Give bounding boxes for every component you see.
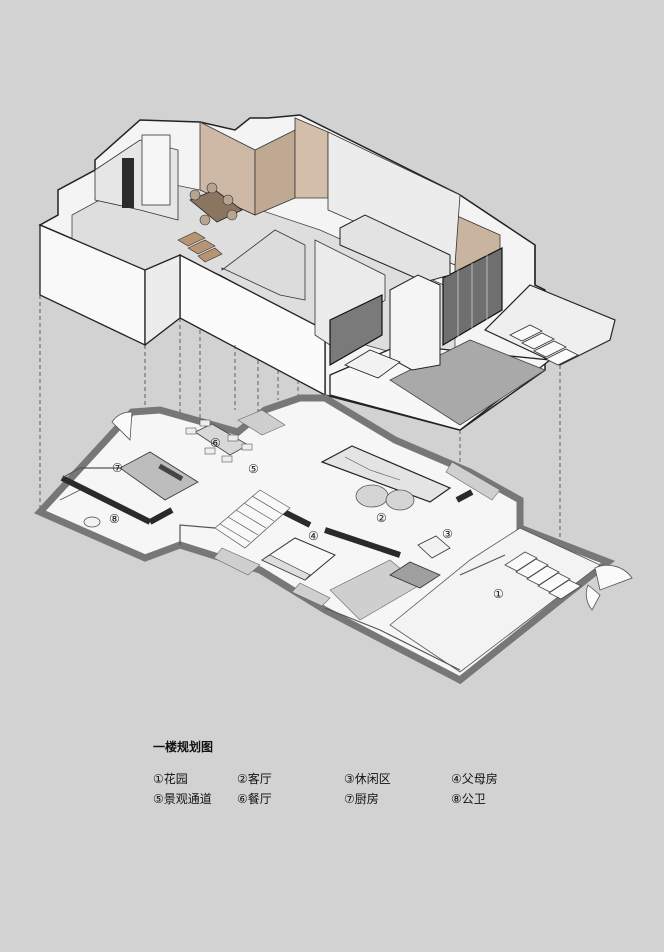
plan-door-arc-right (594, 564, 633, 591)
plan-kitchen-island (119, 451, 199, 501)
plan-marker-1: ① (493, 587, 504, 601)
plan-lounge-chair (417, 535, 451, 559)
model-sofa (339, 214, 451, 283)
legend-item-5: ⑤景观通道 (153, 792, 212, 806)
plan-markers: ① ② ③ ④ ⑤ ⑥ ⑦ ⑧ (109, 436, 504, 601)
legend-item-1: ①花园 (153, 772, 188, 786)
model-wood-panel-3 (294, 117, 329, 199)
plan-door-arc-right2 (585, 584, 601, 611)
plan-marker-2: ② (376, 511, 387, 525)
legend-item-6: ⑥餐厅 (237, 792, 272, 806)
plan-garden-steps (504, 551, 582, 600)
legend-item-2: ②客厅 (237, 772, 272, 786)
plan-thin-walls (61, 467, 506, 671)
plan-marker-7: ⑦ (112, 461, 123, 475)
plan-dining-chairs (185, 419, 253, 463)
plan-marker-3: ③ (442, 527, 453, 541)
floor-plan: ① ② ③ ④ ⑤ ⑥ ⑦ ⑧ (34, 394, 633, 685)
plan-dark-block (389, 561, 441, 589)
model-back-wall-right (327, 131, 461, 266)
isometric-3d-model (38, 114, 616, 431)
model-bedroom-wall (221, 229, 306, 301)
model-fridge (141, 134, 171, 206)
model-counter (344, 349, 401, 379)
legend-item-7: ⑦厨房 (344, 792, 379, 806)
plan-marker-4: ④ (308, 529, 319, 543)
plan-marker-6: ⑥ (210, 436, 221, 450)
isometric-floorplan-diagram: ① ② ③ ④ ⑤ ⑥ ⑦ ⑧ (34, 114, 633, 685)
legend-row-1: ①花园 ②客厅 ③休闲区 ④父母房 (153, 770, 553, 790)
plan-marker-5: ⑤ (248, 462, 259, 476)
plan-coffee-table-1 (355, 484, 389, 508)
model-staircase (177, 231, 223, 263)
legend-row-2: ⑤景观通道 ⑥餐厅 ⑦厨房 ⑧公卫 (153, 790, 553, 810)
legend: ①花园 ②客厅 ③休闲区 ④父母房 ⑤景观通道 ⑥餐厅 ⑦厨房 ⑧公卫 (153, 770, 553, 810)
plan-toilet (83, 516, 101, 528)
model-column-block (389, 274, 441, 371)
model-terrace-steps (509, 324, 579, 366)
model-glass-mullions (457, 255, 488, 338)
plan-dark-walls (60, 475, 474, 558)
legend-item-3: ③休闲区 (344, 772, 391, 786)
plan-sofa (320, 445, 452, 503)
plan-stair-treads (214, 489, 291, 549)
plan-marker-8: ⑧ (109, 512, 120, 526)
legend-item-8: ⑧公卫 (451, 792, 486, 806)
model-terrace (483, 284, 616, 366)
model-front-wall-step (144, 254, 181, 347)
model-dark-door (122, 158, 134, 208)
legend-item-4: ④父母房 (451, 772, 498, 786)
plan-door-arc-left (111, 411, 133, 441)
diagram-title: 一楼规划图 (153, 740, 214, 754)
model-dining-chairs (189, 182, 238, 226)
model-glass-panel-left (329, 294, 383, 367)
plan-coffee-table-2 (385, 489, 415, 511)
